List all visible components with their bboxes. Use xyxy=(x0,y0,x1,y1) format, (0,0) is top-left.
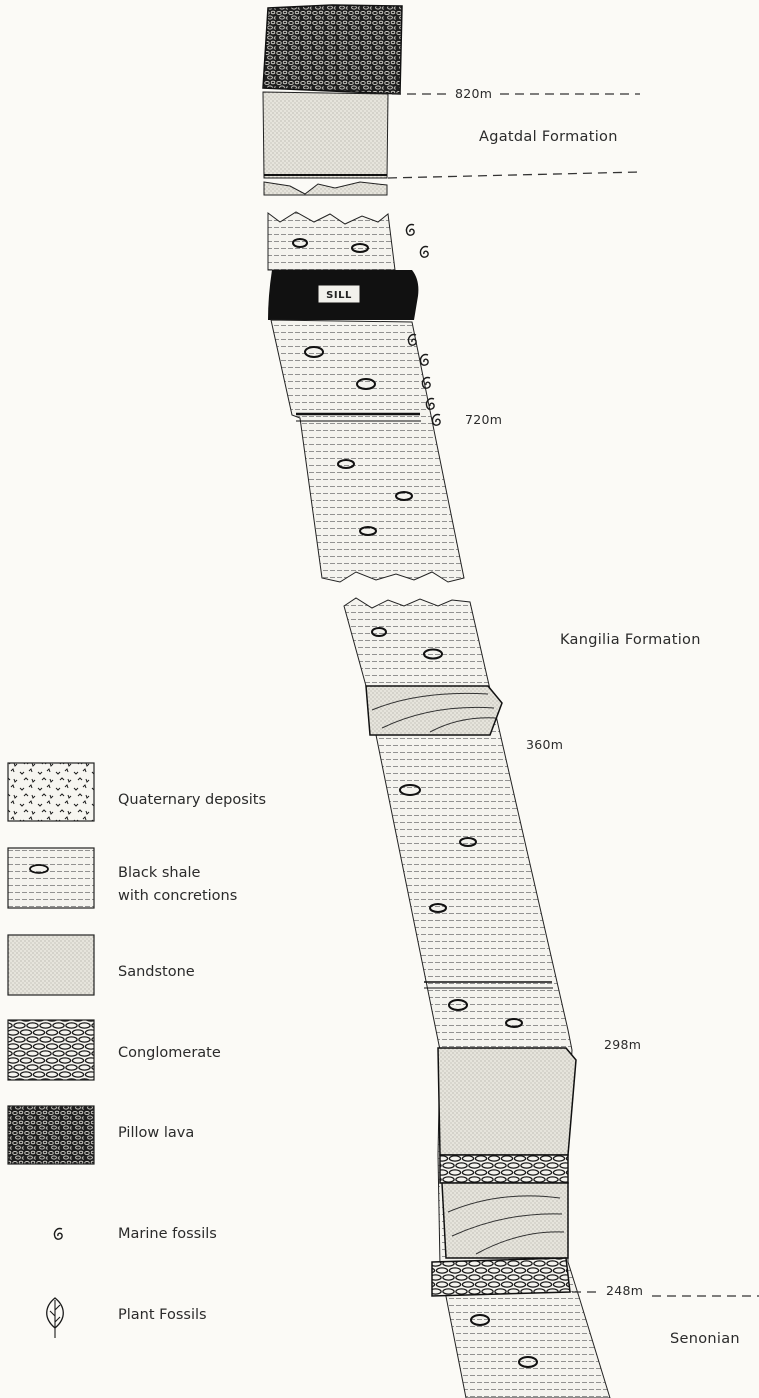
legend-label-black-shale-line2: with concretions xyxy=(118,886,237,907)
formation-kangilia: Kangilia Formation xyxy=(560,632,701,648)
depth-marker-248m: 248m xyxy=(606,1283,643,1298)
legend-swatch-black-shale xyxy=(8,848,94,908)
sill-label: SILL xyxy=(326,290,352,301)
depth-marker-820m: 820m xyxy=(455,86,492,101)
column-lower-unit xyxy=(344,598,610,1398)
sandstone-unit xyxy=(263,92,388,178)
marine-fossil-icon xyxy=(54,1229,62,1240)
depth-marker-720m: 720m xyxy=(465,412,502,427)
legend-swatch-sandstone xyxy=(8,935,94,995)
legend-swatch-pillow-lava xyxy=(8,1106,94,1164)
legend-label-pillow-lava: Pillow lava xyxy=(118,1123,194,1144)
legend-label-sandstone: Sandstone xyxy=(118,962,195,983)
legend-swatches xyxy=(8,763,94,1338)
legend-swatch-quaternary xyxy=(8,763,94,821)
legend-label-quaternary: Quaternary deposits xyxy=(118,790,266,811)
legend-label-plant-fossils: Plant Fossils xyxy=(118,1305,207,1326)
conglomerate-bed-1 xyxy=(440,1155,568,1183)
legend-label-black-shale: Black shale with concretions xyxy=(118,863,237,907)
column-middle-unit: SILL xyxy=(268,212,464,582)
sandstone-block xyxy=(438,1048,576,1155)
legend-swatch-conglomerate xyxy=(8,1020,94,1080)
legend-label-black-shale-line1: Black shale xyxy=(118,863,237,884)
formation-senonian: Senonian xyxy=(670,1331,740,1347)
pillow-lava-unit xyxy=(263,5,402,94)
conglomerate-bed-2 xyxy=(432,1258,570,1296)
depth-marker-360m: 360m xyxy=(526,737,563,752)
legend-label-marine-fossils: Marine fossils xyxy=(118,1224,217,1245)
legend-label-conglomerate: Conglomerate xyxy=(118,1043,221,1064)
column-top-unit xyxy=(263,5,402,195)
leaf-icon xyxy=(47,1298,64,1338)
depth-marker-298m: 298m xyxy=(604,1037,641,1052)
sandstone-crossbed-lower xyxy=(442,1183,568,1258)
formation-agatdal: Agatdal Formation xyxy=(479,129,618,145)
